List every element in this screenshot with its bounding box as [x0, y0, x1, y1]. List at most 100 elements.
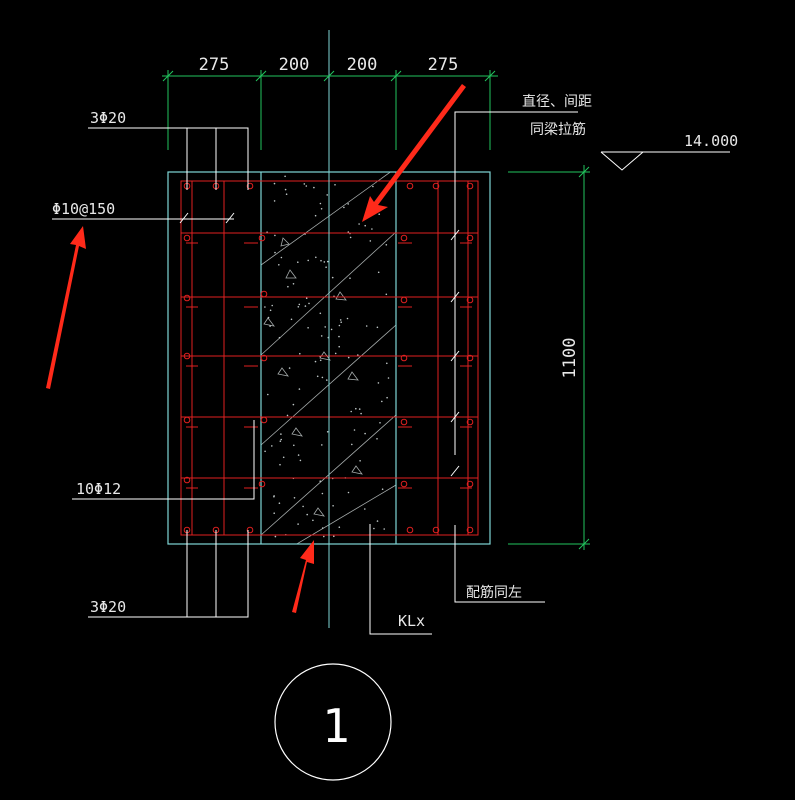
concrete-dot: [305, 297, 308, 300]
arrow-bottom: [292, 540, 314, 613]
rebar-bar-section: [432, 182, 440, 190]
concrete-dot: [273, 182, 276, 185]
rebar-bar-section: [466, 354, 474, 362]
arrow-top-right: [362, 84, 466, 222]
rebar-bar-section: [183, 416, 191, 424]
leader-lines: [52, 111, 730, 635]
rebar-bar-section: [400, 418, 408, 426]
concrete-dot: [381, 400, 383, 403]
concrete-dot: [319, 202, 322, 205]
concrete-dot: [333, 535, 335, 538]
label-stirrup: Φ10@150: [52, 200, 115, 218]
concrete-dot: [274, 251, 276, 254]
concrete-dot: [316, 375, 319, 378]
concrete-dot: [386, 362, 388, 365]
dim-200-left: 200: [279, 55, 310, 75]
concrete-dot: [334, 352, 337, 355]
concrete-dot: [338, 345, 341, 348]
concrete-dot: [320, 335, 323, 337]
concrete-dot: [347, 356, 350, 359]
concrete-dot: [373, 527, 375, 530]
concrete-dot: [376, 326, 379, 329]
concrete-dot: [308, 302, 310, 305]
dim-height: 1100: [560, 338, 580, 379]
rebar-bar-section: [466, 526, 474, 534]
concrete-dot: [288, 367, 291, 369]
dimension-text: 275 200 200 275 1100: [199, 55, 580, 378]
rebar-bar-section: [183, 234, 191, 242]
concrete-dot: [269, 309, 272, 312]
concrete-dot: [377, 271, 380, 274]
concrete-dot: [360, 412, 362, 415]
concrete-dot: [319, 312, 322, 315]
rebar-bar-section: [400, 480, 408, 488]
concrete-dot: [278, 264, 280, 266]
concrete-dot: [280, 433, 282, 435]
dim-275-left: 275: [199, 55, 230, 75]
concrete-dot: [286, 414, 289, 417]
rebar-bar-section: [466, 182, 474, 190]
label-bottom-bars: 3Φ20: [90, 598, 126, 616]
concrete-dot: [314, 360, 317, 363]
dim-275-right: 275: [428, 55, 459, 75]
concrete-dot: [321, 376, 324, 379]
concrete-dot: [302, 505, 304, 508]
rebar-bar-section: [258, 234, 266, 242]
concrete-dot: [331, 276, 334, 279]
concrete-dot: [306, 513, 309, 516]
rebar-bar-section: [432, 526, 440, 534]
concrete-dot: [321, 444, 323, 446]
concrete-dot: [304, 305, 307, 307]
rebar-bar-section: [400, 354, 408, 362]
concrete-dot: [319, 359, 322, 362]
rebar-bar-section: [260, 290, 268, 298]
label-top-bars: 3Φ20: [90, 109, 126, 127]
concrete-dot: [298, 303, 301, 306]
label-side-bars: 10Φ12: [76, 480, 121, 498]
concrete-dot: [284, 175, 286, 178]
concrete-dot: [371, 228, 373, 230]
concrete-dot: [274, 234, 276, 237]
concrete-dot: [350, 410, 353, 413]
concrete-dot: [385, 293, 388, 296]
concrete-dot: [304, 233, 306, 235]
concrete-dot: [284, 188, 287, 191]
concrete-dot: [314, 214, 317, 217]
concrete-dot: [303, 183, 306, 185]
section-number: 1: [322, 699, 350, 753]
concrete-dot: [299, 352, 301, 355]
rebar-bar-section: [406, 182, 414, 190]
concrete-dot: [330, 328, 333, 331]
rebar-bar-section: [466, 480, 474, 488]
concrete-dot: [326, 431, 329, 433]
concrete-dot: [338, 324, 341, 327]
concrete-dot: [343, 206, 345, 209]
concrete-dot: [358, 223, 360, 225]
concrete-dot: [269, 325, 271, 327]
concrete-dot: [349, 236, 352, 239]
rebar-bar-section: [246, 182, 254, 190]
concrete-dot: [372, 185, 374, 188]
concrete-dot: [323, 261, 326, 263]
rebar-cage: [180, 180, 479, 536]
concrete-dot: [365, 325, 368, 327]
concrete-dot: [320, 208, 323, 210]
concrete-dot: [290, 318, 293, 321]
concrete-dot: [307, 327, 309, 329]
concrete-dot: [377, 382, 380, 384]
concrete-dot: [321, 492, 324, 495]
concrete-dot: [324, 326, 327, 328]
annotation-text: 3Φ20 Φ10@150 10Φ12 3Φ20 KLx 直径、间距 同梁拉筋 配…: [52, 93, 738, 630]
section-mark: 1: [274, 663, 392, 781]
concrete-dot: [287, 285, 289, 288]
concrete-dot: [327, 260, 329, 263]
concrete-dot: [378, 213, 381, 215]
label-beam-mark: KLx: [398, 612, 425, 630]
concrete-dot: [364, 508, 366, 510]
concrete-dot: [383, 528, 386, 530]
concrete-dot: [347, 203, 350, 205]
concrete-dot: [297, 523, 299, 525]
rebar-bar-section: [400, 296, 408, 304]
rebar-bar-section: [258, 480, 266, 488]
dimension-lines: [162, 70, 590, 550]
